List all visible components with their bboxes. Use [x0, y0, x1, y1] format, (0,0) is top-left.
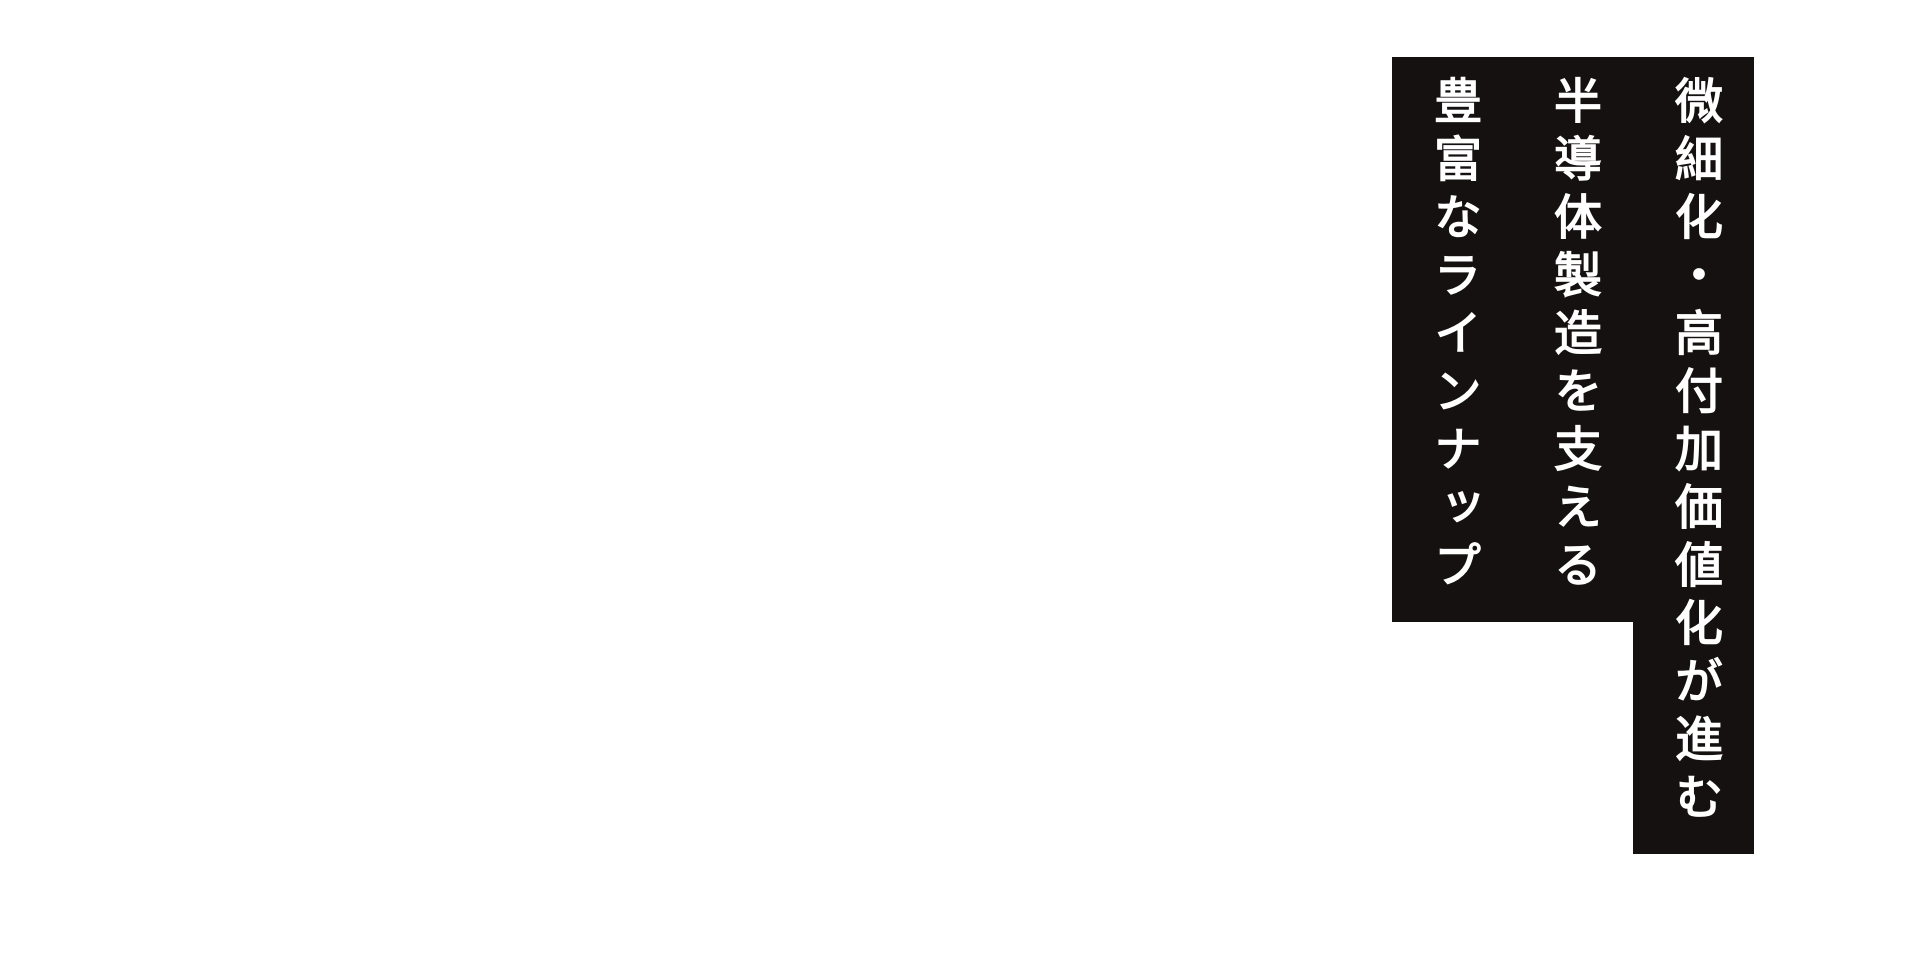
- headline-line-3: 豊富なラインナップ: [1425, 76, 1481, 598]
- headline-background-block: [1392, 57, 1754, 622]
- headline-background-tail: [1633, 600, 1754, 854]
- headline-line-1: 微細化・高付加価値化が進む: [1666, 76, 1722, 830]
- headline-line-2: 半導体製造を支える: [1545, 76, 1601, 598]
